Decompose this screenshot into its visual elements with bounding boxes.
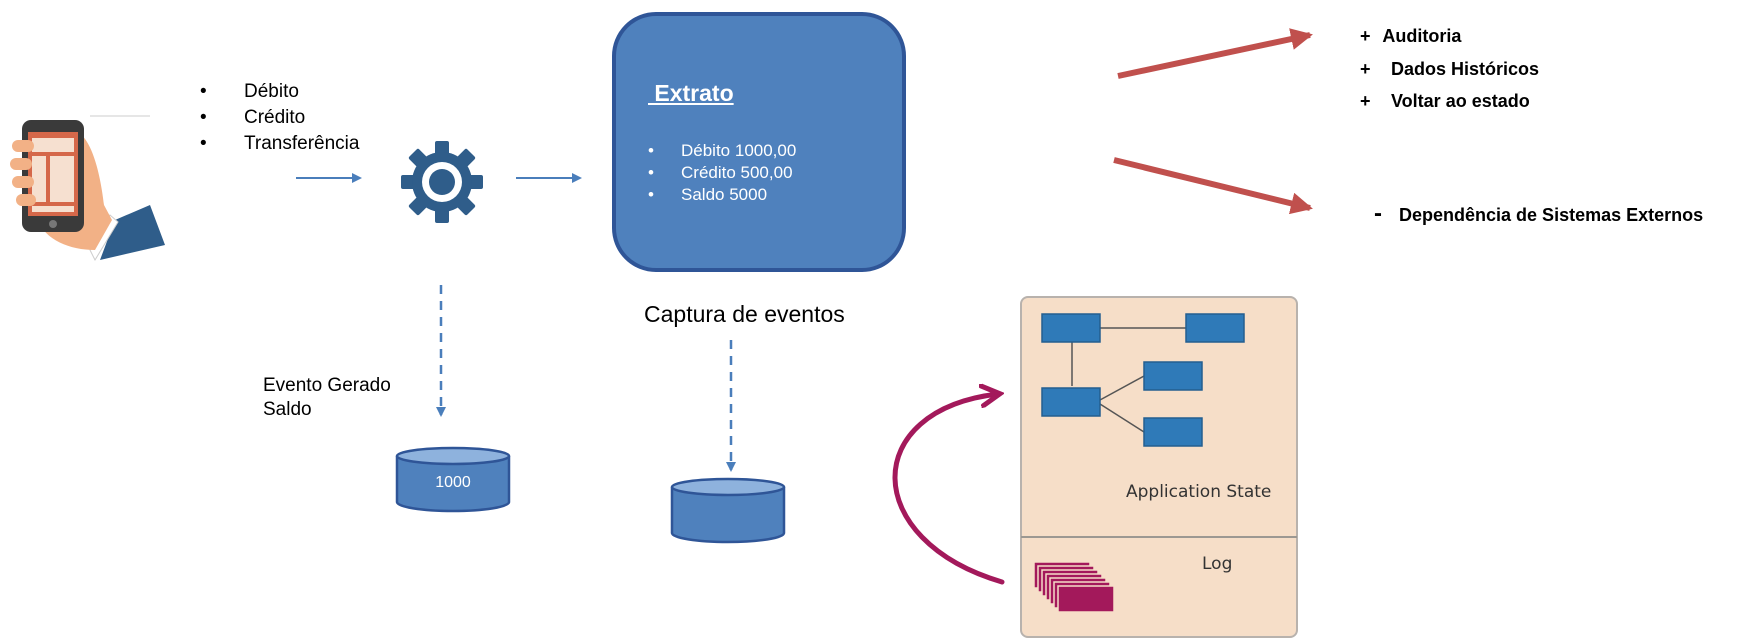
con-sign: - — [1374, 200, 1382, 227]
pro-sign: + — [1360, 91, 1371, 111]
operation-item: Débito — [200, 79, 359, 105]
event-store-cylinder — [670, 477, 786, 545]
red-arrow-down — [1113, 157, 1313, 215]
pro-text: Auditoria — [1382, 26, 1462, 46]
pro-item: + Voltar ao estado — [1360, 91, 1539, 112]
state-node — [1143, 417, 1203, 447]
state-node — [1041, 313, 1101, 343]
extrato-item: Saldo 5000 — [648, 184, 796, 206]
extrato-item: Crédito 500,00 — [648, 162, 796, 184]
database-cylinder — [395, 446, 511, 514]
database-value: 1000 — [435, 474, 471, 491]
operation-item: Transferência — [200, 131, 359, 157]
event-label-line: Evento Gerado — [263, 375, 391, 396]
pro-text: Dados Históricos — [1391, 59, 1540, 79]
con-text: Dependência de Sistemas Externos — [1399, 205, 1704, 225]
pros-list: + Auditoria + Dados Históricos + Voltar … — [1360, 26, 1539, 112]
panel-divider — [1021, 536, 1297, 538]
operation-item: Crédito — [200, 105, 359, 131]
pro-item: + Dados Históricos — [1360, 59, 1539, 91]
pro-item: + Auditoria — [1360, 26, 1539, 59]
application-state-label: Application State — [1126, 482, 1272, 502]
state-node — [1143, 361, 1203, 391]
extrato-item: Débito 1000,00 — [648, 140, 796, 162]
replay-curve — [892, 394, 1002, 585]
extrato-title: Extrato — [648, 80, 734, 106]
pro-sign: + — [1360, 59, 1371, 79]
event-label-line: Saldo — [263, 399, 312, 420]
operations-list: Débito Crédito Transferência — [200, 79, 359, 157]
log-label: Log — [1202, 554, 1233, 574]
event-label: Evento Gerado Saldo — [263, 374, 391, 422]
state-node — [1185, 313, 1245, 343]
phone-hand-icon — [0, 110, 170, 270]
log-entry — [1057, 585, 1115, 613]
extrato-items: Débito 1000,00 Crédito 500,00 Saldo 5000 — [648, 140, 796, 206]
capture-label: Captura de eventos — [644, 301, 845, 327]
state-node — [1041, 387, 1101, 417]
gear-icon — [400, 140, 484, 224]
pro-sign: + — [1360, 26, 1371, 46]
pro-text: Voltar ao estado — [1391, 91, 1530, 111]
con-item: - Dependência de Sistemas Externos — [1374, 200, 1703, 228]
red-arrow-up — [1117, 28, 1313, 79]
